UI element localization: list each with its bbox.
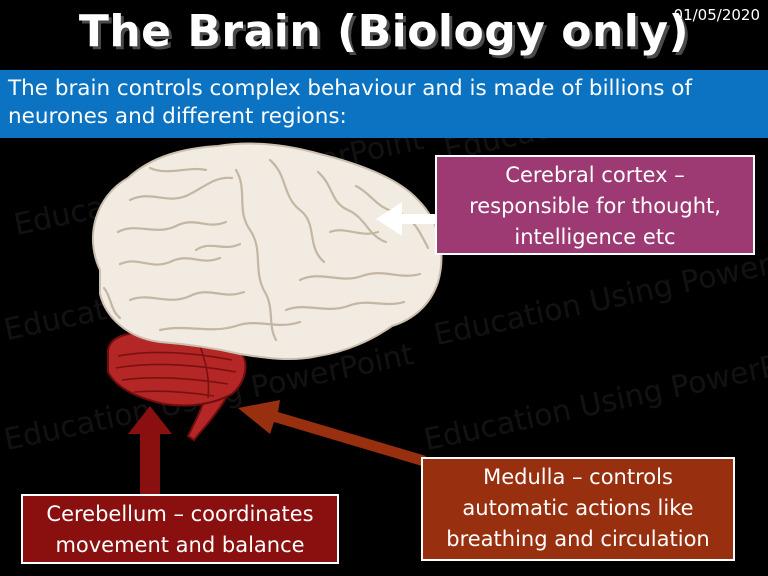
cerebellum-folds [115,345,237,399]
slide-date: 01/05/2020 [673,6,760,24]
cortex-label-line: Cerebral cortex – [505,163,685,187]
cortex-label-box: Cerebral cortex – responsible for though… [435,155,755,255]
cortex-arrow [376,202,438,236]
cortex-label-line: responsible for thought, [469,194,721,218]
slide-title: The Brain (Biology only) [78,6,690,57]
cortex-label-line: intelligence etc [514,225,676,249]
cerebrum-folds [102,158,430,342]
cerebellum-label-box: Cerebellum – coordinates movement and ba… [21,494,339,564]
medulla-arrow [238,400,426,466]
medulla-label-box: Medulla – controls automatic actions lik… [421,457,735,561]
cerebellum-label-line: movement and balance [55,533,305,557]
cerebellum-arrow [128,406,172,494]
cerebellum-label-line: Cerebellum – coordinates [46,502,314,526]
intro-text: The brain controls complex behaviour and… [0,70,768,138]
medulla-label-line: Medulla – controls [483,465,673,489]
cerebrum-shape [91,142,443,361]
medulla-label-line: breathing and circulation [446,527,710,551]
medulla-label-line: automatic actions like [462,496,694,520]
